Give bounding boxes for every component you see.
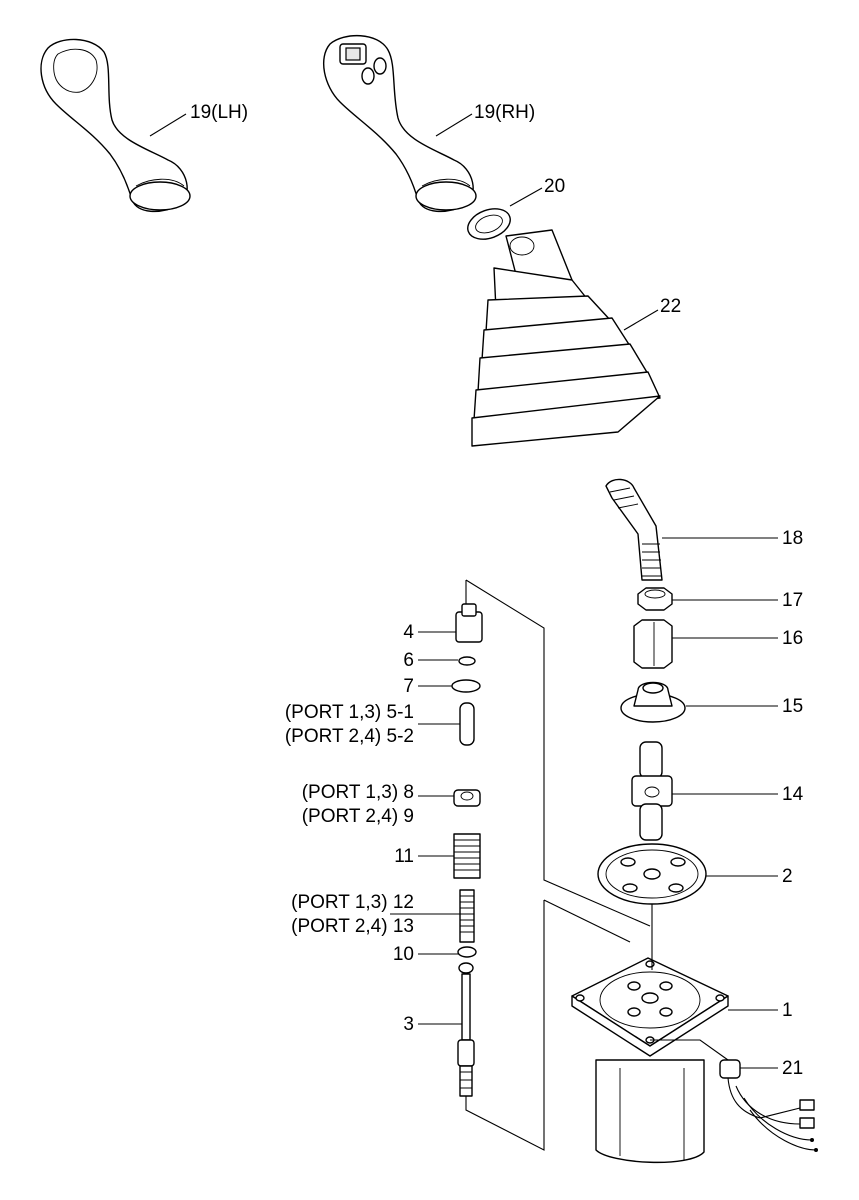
callout-21: 21 — [782, 1058, 803, 1079]
callout-18: 18 — [782, 528, 803, 549]
callout-19-rh: 19(RH) — [474, 102, 535, 123]
callout-6: 6 — [403, 650, 414, 671]
lever-grip-lh — [40, 38, 191, 213]
callout-14: 14 — [782, 784, 804, 805]
callout-5-1: (PORT 1,3) 5-1 — [285, 702, 414, 723]
callout-12: (PORT 1,3) 12 — [291, 892, 414, 913]
universal-joint — [631, 741, 673, 841]
rubber-boot — [471, 229, 661, 447]
callout-2: 2 — [782, 866, 793, 887]
callout-17: 17 — [782, 590, 803, 611]
callout-19-lh: 19(LH) — [190, 102, 248, 123]
callout-9: (PORT 2,4) 9 — [302, 806, 414, 827]
wire-harness — [719, 1059, 818, 1152]
coupling — [633, 619, 673, 669]
callout-11: 11 — [394, 846, 414, 867]
casing — [571, 957, 729, 1164]
callout-1: 1 — [782, 1000, 793, 1021]
callout-20: 20 — [544, 176, 565, 197]
plate — [597, 843, 707, 905]
retaining-ring — [467, 208, 511, 240]
push-rod-group — [451, 603, 483, 1097]
assembly-guide-lines — [465, 579, 729, 1151]
callout-7: 7 — [403, 676, 414, 697]
callout-4: 4 — [403, 622, 414, 643]
callout-5-2: (PORT 2,4) 5-2 — [285, 726, 414, 747]
callout-8: (PORT 1,3) 8 — [302, 782, 414, 803]
lever-grip-rh — [323, 34, 477, 213]
callout-13: (PORT 2,4) 13 — [291, 916, 414, 937]
disc-cap — [620, 681, 686, 723]
callout-3: 3 — [403, 1014, 414, 1035]
callout-16: 16 — [782, 628, 803, 649]
callout-10: 10 — [393, 944, 414, 965]
callout-22: 22 — [660, 296, 681, 317]
lever-rod — [605, 478, 663, 581]
lock-nut — [637, 587, 673, 611]
callout-leaders — [149, 113, 778, 1069]
callout-15: 15 — [782, 696, 803, 717]
